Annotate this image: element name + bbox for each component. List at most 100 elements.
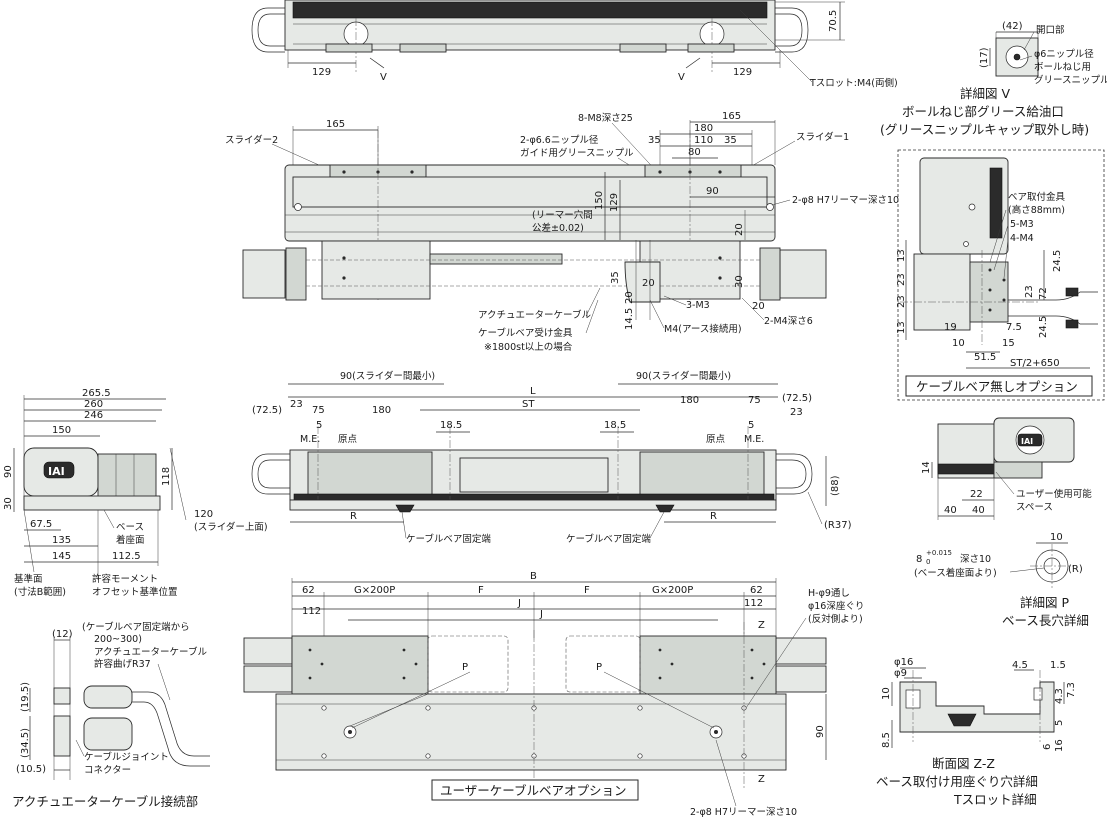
plan-dim-18-5-right: 18.5 (604, 420, 626, 431)
me-label-left: M.E. (300, 434, 320, 445)
origin-label-right: 原点 (706, 434, 726, 445)
nb-dim-st-650: ST/2+650 (1010, 358, 1060, 369)
cc-dim-34-5: (34.5) (20, 728, 31, 758)
zz-dim-1-5: 1.5 (1050, 660, 1066, 671)
nb-dim-15: 15 (1002, 338, 1015, 349)
nb-dim-24-5-bottom: 24.5 (1038, 316, 1049, 338)
grease-nipple-label: グリースニップル (1034, 74, 1107, 86)
plan-dim-23-right: 23 (790, 407, 803, 418)
h-hole-label: H-φ9通し (808, 588, 850, 599)
zz-dim-7-3: 7.3 (1066, 682, 1077, 698)
front-dim-35-right: 35 (724, 135, 737, 146)
side-dim-150: 150 (52, 425, 71, 436)
zz-dim-6: 6 (1042, 744, 1053, 750)
detail-p-note: (ベース着座面より) (914, 567, 997, 579)
detail-p-caption-2: ベース長穴詳細 (1002, 613, 1089, 628)
front-dim-20-d: 20 (752, 301, 765, 312)
zz-caption-3: Tスロット詳細 (953, 792, 1037, 807)
cc-actuator-cable-label: アクチュエーターケーブル (94, 646, 207, 658)
top-dim-129-right: 129 (733, 67, 752, 78)
section-zz: φ16 φ9 4.5 1.5 10 8.5 7.3 4.3 5 16 6 断面図… (876, 657, 1077, 807)
plan-dim-72-5-left: (72.5) (252, 405, 282, 416)
plan-dim-r-right: R (710, 511, 717, 522)
detail-p-dim-8: 8 (916, 554, 922, 565)
nb-dim-10: 10 (952, 338, 965, 349)
side-dim-120: 120 (194, 509, 213, 520)
plan-dim-180-left: 180 (372, 405, 391, 416)
m4-depth-label: 2-M4深さ6 (764, 316, 813, 327)
detail-p-depth: 深さ10 (960, 554, 991, 565)
end-dim-40-right: 40 (972, 505, 985, 516)
bear-fixed-end-right: ケーブルベア固定端 (566, 533, 651, 545)
reamer-tol-label: 公差±0.02) (532, 222, 584, 234)
ballscrew-label: ボールねじ用 (1034, 62, 1091, 73)
end-dim-22: 22 (970, 489, 983, 500)
detail-v-caption: 詳細図 V (960, 86, 1010, 101)
reamer-pitch-label: (リーマー穴間 (532, 209, 593, 221)
nb-dim-51-5: 51.5 (974, 352, 996, 363)
tslot-label: Tスロット:M4(両側) (809, 77, 898, 89)
plan-dim-5-right: 5 (748, 420, 754, 431)
bear-fixed-end-left: ケーブルベア固定端 (406, 533, 491, 545)
plan-view: 90(スライダー間最小) 90(スライダー間最小) L ST (72.5) (7… (251, 370, 852, 545)
bear-height-label: (高さ88mm) (1008, 204, 1065, 216)
slider-2-label: スライダー2 (225, 134, 278, 146)
detail-p-tol-upper: +0.015 (926, 549, 952, 557)
bv-dim-f-left: F (478, 585, 484, 596)
plan-dim-88: (88) (830, 475, 841, 496)
plan-dim-l: L (530, 386, 536, 397)
base-label: ベース (116, 522, 144, 533)
cc-connector-label: コネクター (84, 765, 131, 776)
bottom-view: B 62 62 G×200P G×200P F F 112 112 J J (243, 571, 864, 818)
plan-dim-75-right: 75 (748, 395, 761, 406)
dim-b-range-label: (寸法B範囲) (14, 586, 66, 598)
nb-dim-13-bottom: 13 (896, 321, 907, 334)
guide-nipple-label: ガイド用グリースニップル (520, 147, 634, 159)
slider-min-gap-left: 90(スライダー間最小) (340, 370, 435, 382)
nb-dim-24-5-top: 24.5 (1052, 250, 1063, 272)
slider-top-label: (スライダー上面) (194, 521, 268, 533)
cable-connection-caption: アクチュエーターケーブル接続部 (12, 794, 198, 809)
front-dim-180: 180 (694, 123, 713, 134)
top-dim-129-left: 129 (312, 67, 331, 78)
side-dim-90: 90 (3, 465, 14, 478)
detail-v: (42) (17) 開口部 φ6ニップル径 ボールねじ用 グリースニップル 詳細… (880, 21, 1107, 137)
bv-dim-j-top: J (517, 598, 521, 609)
nb-dim-72: 72 (1038, 287, 1049, 300)
side-view: 265.5 260 246 150 IAI 90 30 118 67.5 135… (3, 388, 268, 598)
detail-v-caption-2: ボールねじ部グリース給油口 (902, 104, 1064, 119)
nipple-diameter-label: φ6ニップル径 (1034, 48, 1094, 60)
iai-logo-side: IAI (48, 465, 65, 478)
section-mark-v-right: V (678, 72, 685, 83)
reamer-label: 2-φ8 H7リーマー深さ10 (792, 195, 899, 206)
side-dim-145: 145 (52, 551, 71, 562)
front-dim-35: 35 (610, 271, 621, 284)
front-dim-30: 30 (734, 275, 745, 288)
bv-dim-j-bottom: J (539, 609, 543, 620)
bv-dim-g200p-right: G×200P (652, 585, 693, 596)
detail-p-tol-lower: 0 (926, 558, 930, 566)
end-dim-40-left: 40 (944, 505, 957, 516)
slider-min-gap-right: 90(スライダー間最小) (636, 370, 731, 382)
detail-v-dim-17: (17) (979, 47, 990, 68)
zz-dim-phi16: φ16 (894, 657, 913, 668)
front-dim-80: 80 (688, 147, 701, 158)
zz-dim-5: 5 (1054, 720, 1065, 726)
cc-dim-12: (12) (52, 629, 73, 640)
nb-dim-19: 19 (944, 322, 957, 333)
origin-label-left: 原点 (338, 434, 358, 445)
p-marker-right: P (596, 662, 602, 673)
m8-label: 8-M8深さ25 (578, 113, 633, 124)
bear-fixture-label: ベア取付金具 (1008, 191, 1066, 203)
offset-label: オフセット基準位置 (92, 586, 178, 598)
plan-dim-75-left: 75 (312, 405, 325, 416)
counterbore-label: φ16深座ぐり (808, 600, 864, 612)
nb-dim-23-b: 23 (896, 295, 907, 308)
detail-p-caption: 詳細図 P (1020, 595, 1069, 610)
detail-v-caption-3: (グリースニップルキャップ取外し時) (880, 122, 1089, 137)
plan-dim-st: ST (522, 399, 535, 410)
bear-bracket-label: ケーブルベア受け金具 (478, 327, 573, 339)
side-dim-118: 118 (161, 467, 172, 486)
user-space-label: ユーザー使用可能 (1016, 488, 1092, 500)
detail-p-dim-r: (R) (1068, 564, 1083, 575)
